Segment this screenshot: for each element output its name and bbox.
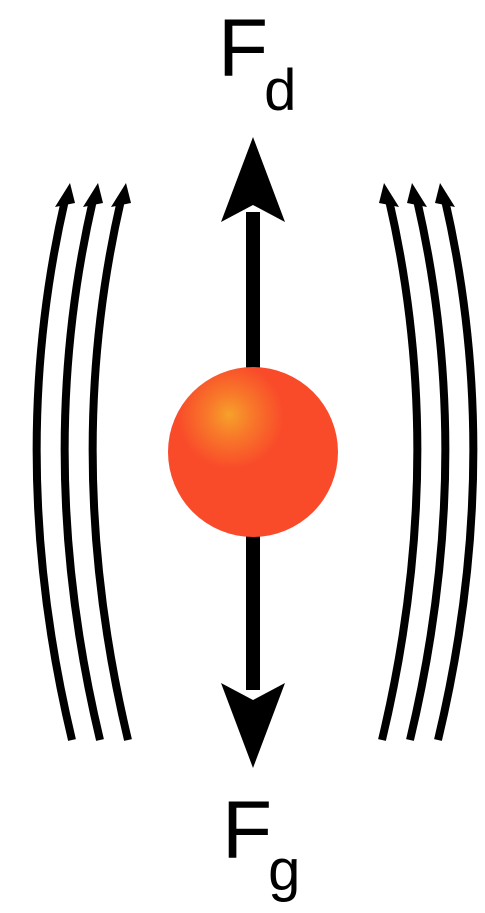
flow-line-right-1-arrow-icon xyxy=(379,183,399,207)
drag-force-label: Fd xyxy=(218,8,300,90)
drag-force-arrowhead-icon xyxy=(221,137,285,222)
flow-line-left-2-arrow-icon xyxy=(83,183,103,207)
flow-line-right-2-arrow-icon xyxy=(407,183,427,207)
drag-force-symbol: F xyxy=(218,3,268,94)
drag-force-subscript: d xyxy=(264,58,296,123)
flow-line-right-3-arrow-icon xyxy=(435,183,455,207)
flow-line-right-1 xyxy=(382,200,417,740)
gravity-force-arrowhead-icon xyxy=(221,683,285,768)
flow-line-left-3 xyxy=(93,200,128,740)
flow-line-left-3-arrow-icon xyxy=(111,183,131,207)
particle-sphere xyxy=(168,367,338,537)
gravity-force-symbol: F xyxy=(222,785,272,876)
right-flow-lines xyxy=(379,183,473,740)
left-flow-lines xyxy=(37,183,131,740)
gravity-force-subscript: g xyxy=(268,838,300,903)
flow-line-left-1-arrow-icon xyxy=(55,183,75,207)
gravity-force-label: Fg xyxy=(222,790,304,872)
